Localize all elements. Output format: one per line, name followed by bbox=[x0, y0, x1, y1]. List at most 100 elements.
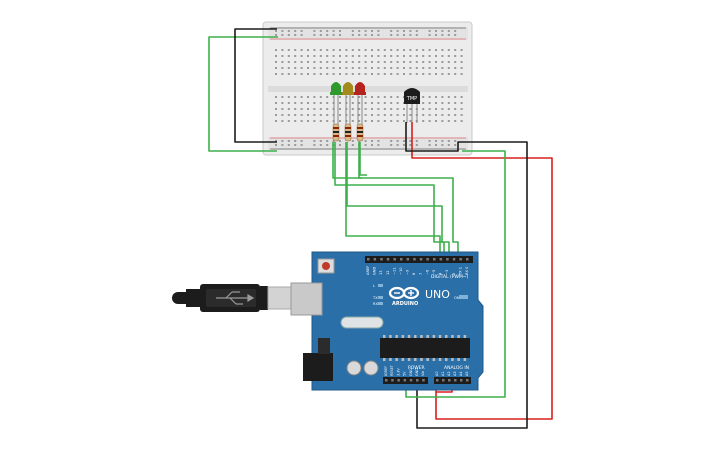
breadboard-hole bbox=[358, 73, 361, 75]
rail-hole bbox=[441, 144, 444, 146]
breadboard-hole bbox=[409, 67, 412, 69]
breadboard-hole bbox=[307, 55, 309, 57]
header-pin bbox=[403, 379, 407, 382]
rail-hole bbox=[377, 30, 380, 32]
breadboard-hole bbox=[313, 108, 316, 110]
breadboard-hole bbox=[287, 61, 290, 63]
breadboard-hole bbox=[441, 55, 444, 57]
breadboard-hole bbox=[428, 49, 431, 51]
breadboard-hole bbox=[358, 49, 361, 51]
breadboard-hole bbox=[435, 102, 437, 104]
rail-hole bbox=[396, 144, 399, 146]
breadboard-hole bbox=[422, 114, 425, 116]
rail-hole bbox=[294, 34, 297, 36]
breadboard-hole bbox=[390, 96, 393, 98]
breadboard-hole bbox=[351, 61, 354, 63]
breadboard-hole bbox=[287, 73, 290, 75]
rail-hole bbox=[403, 144, 405, 146]
rail-hole bbox=[371, 30, 373, 32]
breadboard-hole bbox=[435, 73, 437, 75]
wire-left-black bbox=[234, 28, 277, 143]
rail-hole bbox=[351, 144, 354, 146]
breadboard-hole bbox=[313, 73, 316, 75]
breadboard-hole bbox=[319, 73, 322, 75]
rail-hole bbox=[351, 140, 354, 142]
rail-hole bbox=[313, 34, 316, 36]
breadboard-hole bbox=[403, 120, 405, 122]
breadboard-hole bbox=[454, 55, 457, 57]
breadboard-hole bbox=[435, 114, 437, 116]
digital-pin-label: GND bbox=[373, 267, 377, 275]
rail-hole bbox=[332, 140, 335, 142]
breadboard-hole bbox=[422, 73, 425, 75]
breadboard-hole bbox=[339, 120, 341, 122]
breadboard-hole bbox=[409, 73, 412, 75]
analog-header bbox=[434, 377, 471, 384]
breadboard-hole bbox=[351, 96, 354, 98]
breadboard-hole bbox=[351, 108, 354, 110]
rail-hole bbox=[326, 144, 329, 146]
breadboard-hole bbox=[415, 55, 418, 57]
rail-hole bbox=[287, 144, 290, 146]
rail-hole bbox=[415, 144, 418, 146]
rail-hole bbox=[294, 140, 297, 142]
breadboard-hole bbox=[358, 96, 361, 98]
breadboard-hole bbox=[281, 114, 284, 116]
breadboard-hole bbox=[294, 102, 297, 104]
breadboard-hole bbox=[447, 114, 450, 116]
rail-hole bbox=[281, 144, 284, 146]
breadboard-hole bbox=[383, 114, 386, 116]
rail-hole bbox=[396, 34, 399, 36]
rail-hole bbox=[364, 144, 367, 146]
rail-hole bbox=[371, 140, 373, 142]
rail-hole bbox=[377, 34, 380, 36]
breadboard-hole bbox=[339, 55, 341, 57]
breadboard-hole bbox=[403, 61, 405, 63]
breadboard-hole bbox=[383, 61, 386, 63]
breadboard-hole bbox=[377, 102, 380, 104]
breadboard-hole bbox=[396, 108, 399, 110]
breadboard-hole bbox=[441, 120, 444, 122]
tx-led bbox=[378, 296, 383, 299]
breadboard-hole bbox=[460, 49, 463, 51]
rail-hole bbox=[319, 144, 322, 146]
wire-resistor-2 bbox=[346, 142, 450, 257]
breadboard-hole bbox=[364, 67, 367, 69]
breadboard-hole bbox=[287, 55, 290, 57]
digital-pin-label: 2 bbox=[452, 273, 456, 275]
breadboard-hole bbox=[275, 102, 277, 104]
breadboard-hole bbox=[422, 61, 425, 63]
rail-hole bbox=[390, 34, 393, 36]
breadboard-hole bbox=[294, 61, 297, 63]
breadboard-hole bbox=[371, 114, 373, 116]
breadboard-hole bbox=[351, 114, 354, 116]
breadboard-hole bbox=[326, 55, 329, 57]
power-pin-label: GND bbox=[415, 368, 419, 376]
breadboard-hole bbox=[281, 120, 284, 122]
breadboard-hole bbox=[435, 96, 437, 98]
breadboard-hole bbox=[294, 114, 297, 116]
rail-hole bbox=[313, 30, 316, 32]
breadboard-hole bbox=[275, 108, 277, 110]
breadboard-hole bbox=[307, 49, 309, 51]
breadboard-hole bbox=[428, 102, 431, 104]
breadboard-hole bbox=[275, 73, 277, 75]
rail-hole bbox=[326, 30, 329, 32]
breadboard-hole bbox=[364, 120, 367, 122]
breadboard-hole bbox=[383, 73, 386, 75]
breadboard-hole bbox=[377, 49, 380, 51]
tx-label: TX bbox=[372, 296, 378, 300]
rail-hole bbox=[428, 140, 431, 142]
breadboard-hole bbox=[460, 96, 463, 98]
breadboard-hole bbox=[460, 61, 463, 63]
rail-hole bbox=[281, 140, 284, 142]
breadboard-hole bbox=[275, 49, 277, 51]
breadboard-hole bbox=[345, 49, 348, 51]
breadboard-hole bbox=[390, 61, 393, 63]
breadboard-hole bbox=[447, 96, 450, 98]
breadboard-hole bbox=[422, 108, 425, 110]
breadboard-hole bbox=[294, 49, 297, 51]
analog-label: ANALOG IN bbox=[444, 365, 469, 371]
